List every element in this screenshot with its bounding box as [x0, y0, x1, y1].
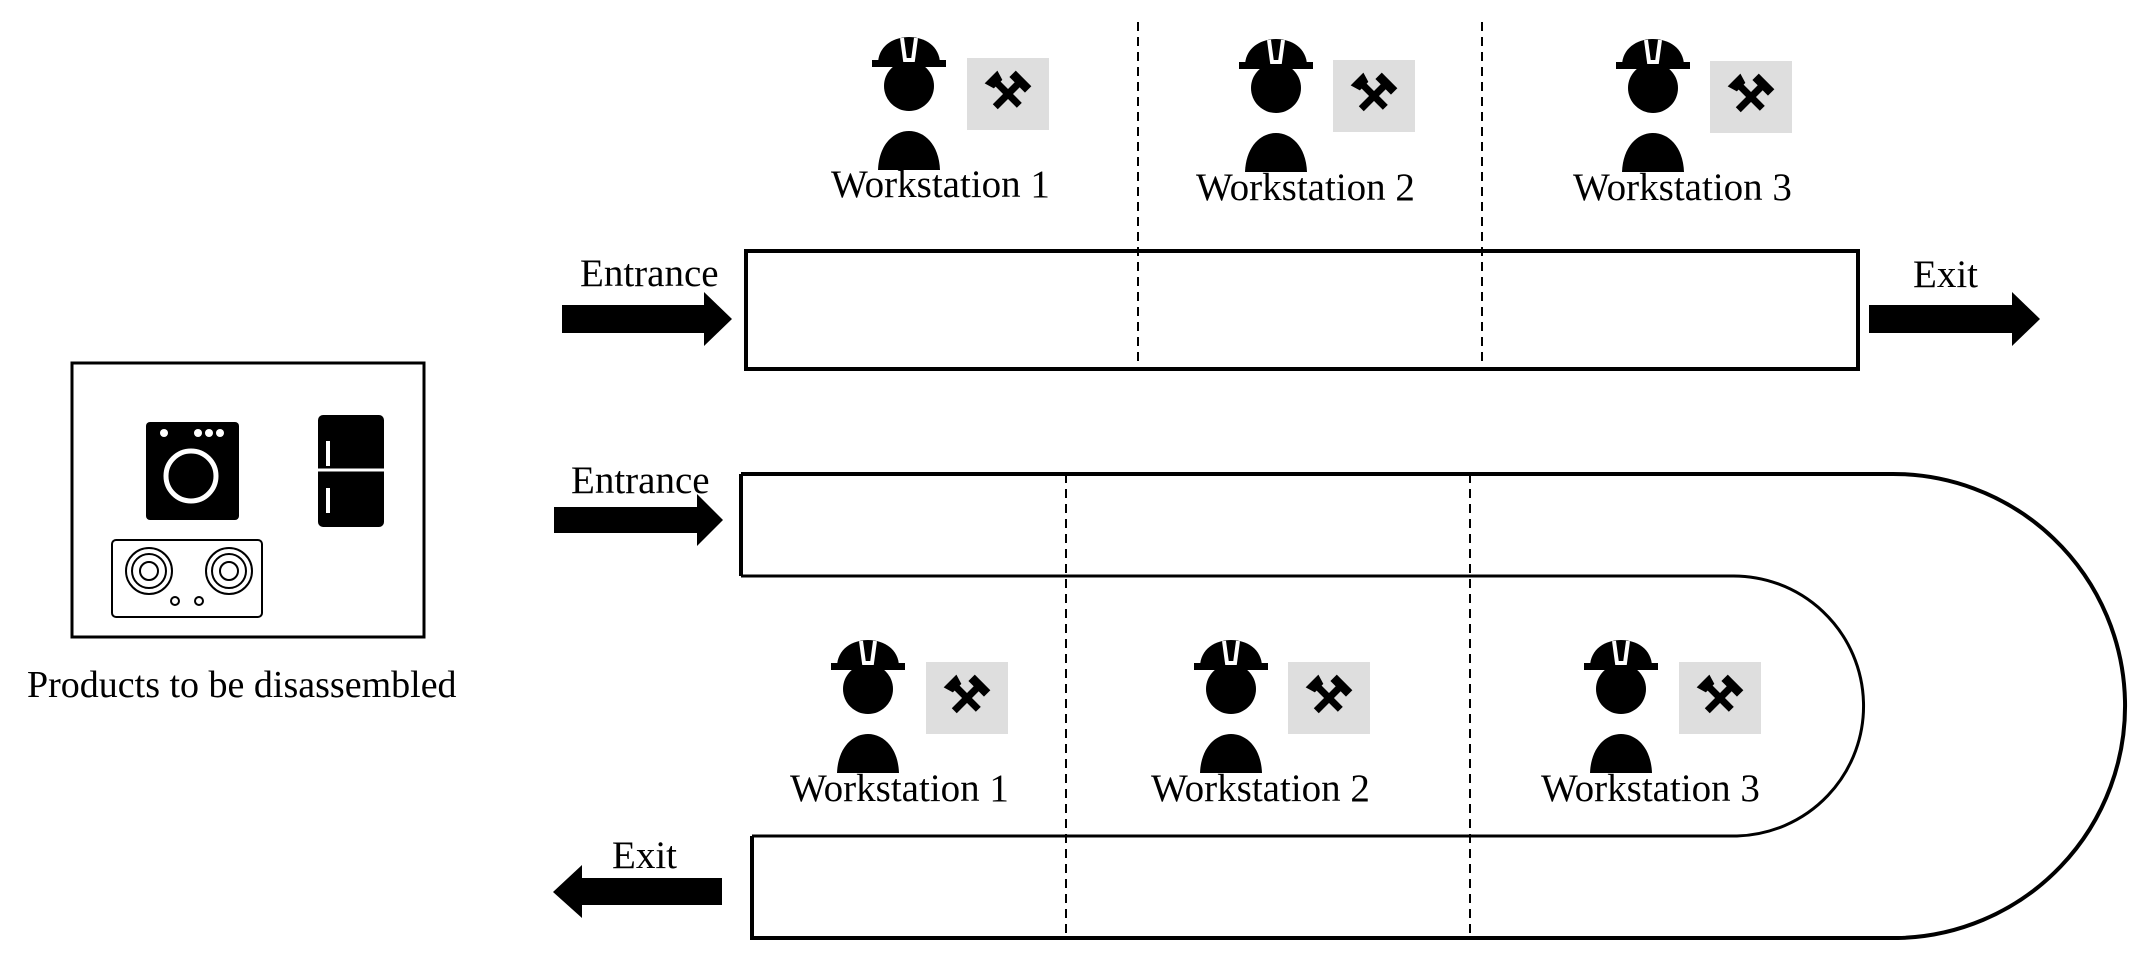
- exit-label: Exit: [1913, 253, 1978, 296]
- workstation-3: Workstation 3: [1541, 638, 1761, 810]
- tools-icon: [967, 58, 1049, 130]
- entrance-label: Entrance: [571, 459, 710, 502]
- worker-icon: [1614, 37, 1692, 174]
- exit-arrow: [553, 865, 722, 918]
- u-conveyor-inner: [741, 574, 1866, 838]
- products-caption: Products to be disassembled: [27, 664, 457, 706]
- worker-icon: [1237, 37, 1315, 174]
- workstation-2: Workstation 2: [1196, 37, 1415, 209]
- workstation-label: Workstation 2: [1196, 166, 1415, 209]
- refrigerator-icon: [318, 415, 384, 527]
- workstation-1: Workstation 1: [831, 35, 1050, 206]
- workstation-label: Workstation 1: [831, 163, 1050, 206]
- exit-label: Exit: [612, 834, 677, 877]
- workstation-1: Workstation 1: [790, 638, 1009, 810]
- worker-icon: [870, 35, 948, 172]
- straight-conveyor: [744, 249, 1860, 371]
- tools-icon: [1679, 662, 1761, 734]
- workstation-3: Workstation 3: [1573, 37, 1792, 209]
- workstation-2: Workstation 2: [1151, 638, 1370, 810]
- tools-icon: [926, 662, 1008, 734]
- products-panel: Products to be disassembled: [27, 361, 457, 706]
- u-shaped-line-layout: Entrance Exit Workstation 1 Workstation …: [553, 459, 2127, 940]
- tools-icon: [1288, 662, 1370, 734]
- workstation-label: Workstation 1: [790, 767, 1009, 810]
- worker-icon: [1582, 638, 1660, 775]
- entrance-label: Entrance: [580, 252, 719, 295]
- products-box: [70, 361, 426, 639]
- entrance-arrow: [562, 292, 732, 346]
- workstation-label: Workstation 3: [1573, 166, 1792, 209]
- entrance-arrow: [554, 494, 723, 546]
- gas-stove-icon: [111, 539, 263, 618]
- tools-icon: [1710, 61, 1792, 133]
- u-conveyor-outer: [741, 471, 2127, 940]
- worker-icon: [1192, 638, 1270, 775]
- workstation-label: Workstation 2: [1151, 767, 1370, 810]
- straight-line-layout: Entrance Exit Workstation 1 Workstation …: [562, 22, 2040, 371]
- washing-machine-icon: [146, 422, 239, 520]
- exit-arrow: [1869, 292, 2040, 346]
- workstation-label: Workstation 3: [1541, 767, 1760, 810]
- worker-icon: [829, 638, 907, 775]
- tools-icon: [1333, 60, 1415, 132]
